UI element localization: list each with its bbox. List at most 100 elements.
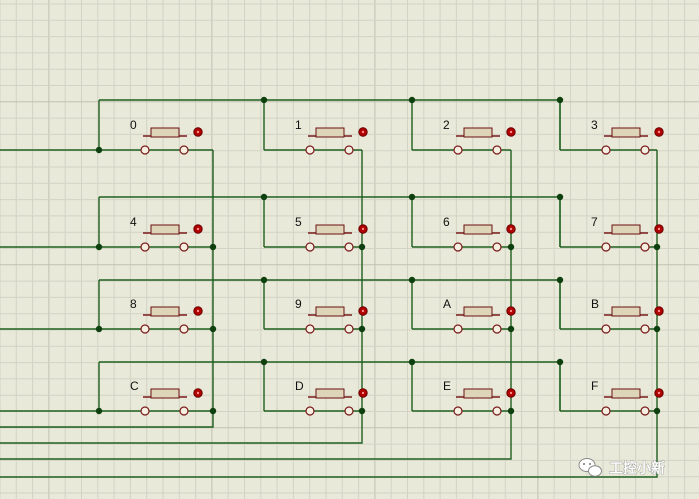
button-body — [463, 388, 493, 399]
contact-right — [344, 242, 354, 252]
watermark-text: 工控小新 — [609, 460, 665, 477]
contact-right — [179, 145, 189, 155]
junction-dot — [209, 325, 217, 333]
key-D: D — [295, 379, 368, 416]
key-2: 2 — [443, 118, 516, 155]
key-label: A — [443, 297, 451, 311]
contact-right — [492, 324, 502, 334]
contact-left — [601, 145, 611, 155]
state-pin-highlight — [196, 227, 200, 231]
junction-dot — [260, 96, 268, 104]
state-pin-highlight — [361, 309, 365, 313]
key-label: 4 — [130, 215, 137, 229]
key-B: B — [591, 297, 664, 334]
button-body — [611, 388, 641, 399]
button-body — [315, 388, 345, 399]
key-F: F — [591, 379, 664, 416]
row-input-3 — [0, 362, 100, 412]
contact-left — [140, 406, 150, 416]
key-label: 1 — [295, 118, 302, 132]
contact-right — [344, 406, 354, 416]
key-label: 2 — [443, 118, 450, 132]
key-label: 7 — [591, 215, 598, 229]
junction-dot — [653, 243, 661, 251]
state-pin-highlight — [196, 309, 200, 313]
watermark: 工控小新 — [578, 458, 665, 477]
key-label: B — [591, 297, 599, 311]
junction-dot — [408, 193, 416, 201]
state-pin-highlight — [509, 391, 513, 395]
state-pin-highlight — [657, 309, 661, 313]
row-bus-3 — [99, 361, 561, 411]
contact-right — [179, 324, 189, 334]
state-pin-highlight — [657, 130, 661, 134]
junction-dot — [556, 276, 564, 284]
button-body — [315, 224, 345, 235]
state-pin-highlight — [509, 309, 513, 313]
button-body — [463, 306, 493, 317]
state-pin-highlight — [361, 391, 365, 395]
key-label: 8 — [130, 297, 137, 311]
state-pin-highlight — [509, 227, 513, 231]
key-label: D — [295, 379, 304, 393]
junction-dot — [358, 243, 366, 251]
key-7: 7 — [591, 215, 664, 252]
key-label: 3 — [591, 118, 598, 132]
junction-dot — [556, 193, 564, 201]
state-pin-highlight — [196, 391, 200, 395]
wiring — [0, 99, 658, 478]
contact-right — [344, 145, 354, 155]
state-pin-highlight — [509, 130, 513, 134]
key-A: A — [443, 297, 516, 334]
button-body — [611, 127, 641, 138]
contact-left — [453, 145, 463, 155]
button-body — [150, 127, 180, 138]
junction-dot — [507, 243, 515, 251]
contact-left — [601, 406, 611, 416]
wire-junctions — [95, 96, 661, 415]
junction-dot — [95, 146, 103, 154]
junction-dot — [260, 193, 268, 201]
key-label: 9 — [295, 297, 302, 311]
key-8: 8 — [130, 297, 203, 334]
state-pin-highlight — [361, 130, 365, 134]
button-body — [150, 306, 180, 317]
contact-right — [492, 145, 502, 155]
contact-left — [140, 242, 150, 252]
row-input-0 — [0, 100, 100, 151]
contact-right — [640, 145, 650, 155]
button-body — [315, 127, 345, 138]
key-1: 1 — [295, 118, 368, 155]
key-5: 5 — [295, 215, 368, 252]
row-bus-0 — [99, 99, 561, 150]
contact-left — [140, 324, 150, 334]
junction-dot — [507, 407, 515, 415]
contact-left — [140, 145, 150, 155]
junction-dot — [408, 276, 416, 284]
contact-left — [305, 242, 315, 252]
column-line-1 — [0, 150, 363, 444]
junction-dot — [260, 358, 268, 366]
key-label: 0 — [130, 118, 137, 132]
contact-left — [453, 406, 463, 416]
key-3: 3 — [591, 118, 664, 155]
contact-right — [344, 324, 354, 334]
junction-dot — [653, 407, 661, 415]
row-bus-2 — [99, 279, 561, 329]
column-line-0 — [0, 150, 214, 428]
key-E: E — [443, 379, 516, 416]
contact-right — [492, 406, 502, 416]
contact-right — [179, 406, 189, 416]
junction-dot — [95, 325, 103, 333]
junction-dot — [408, 96, 416, 104]
key-label: F — [591, 379, 598, 393]
button-body — [150, 388, 180, 399]
junction-dot — [556, 358, 564, 366]
junction-dot — [507, 325, 515, 333]
contact-left — [305, 406, 315, 416]
key-label: 5 — [295, 215, 302, 229]
row-input-2 — [0, 280, 100, 330]
junction-dot — [408, 358, 416, 366]
column-line-3 — [0, 150, 658, 478]
